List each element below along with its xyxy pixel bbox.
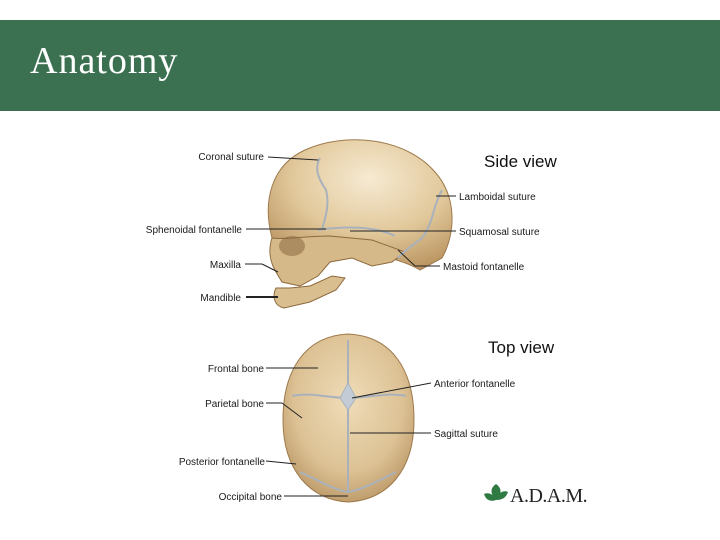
title-bar xyxy=(0,20,720,111)
adam-logo: A.D.A.M. xyxy=(484,484,588,507)
adam-logo-text: A.D.A.M. xyxy=(510,485,587,507)
label-posterior-fontanelle: Posterior fontanelle xyxy=(179,457,266,468)
label-mastoid-fontanelle: Mastoid fontanelle xyxy=(443,262,525,273)
top-view-skull xyxy=(282,333,415,503)
slide-title: Anatomy xyxy=(30,40,179,82)
label-lamboidal-suture: Lamboidal suture xyxy=(459,192,536,203)
label-sphenoidal-fontanelle: Sphenoidal fontanelle xyxy=(146,225,243,236)
side-view-heading: Side view xyxy=(484,152,557,171)
side-view-skull xyxy=(267,139,453,309)
label-squamosal-suture: Squamosal suture xyxy=(459,227,540,238)
label-anterior-fontanelle: Anterior fontanelle xyxy=(434,379,516,390)
top-view-heading: Top view xyxy=(488,338,555,357)
label-frontal-bone: Frontal bone xyxy=(208,364,265,375)
label-maxilla: Maxilla xyxy=(210,260,242,271)
label-parietal-bone: Parietal bone xyxy=(205,399,264,410)
label-mandible: Mandible xyxy=(200,293,241,304)
leader-lines xyxy=(245,156,456,497)
label-occipital-bone: Occipital bone xyxy=(219,492,283,503)
leaf-icon xyxy=(484,484,508,501)
label-coronal-suture: Coronal suture xyxy=(198,152,264,163)
label-sagittal-suture: Sagittal suture xyxy=(434,429,498,440)
